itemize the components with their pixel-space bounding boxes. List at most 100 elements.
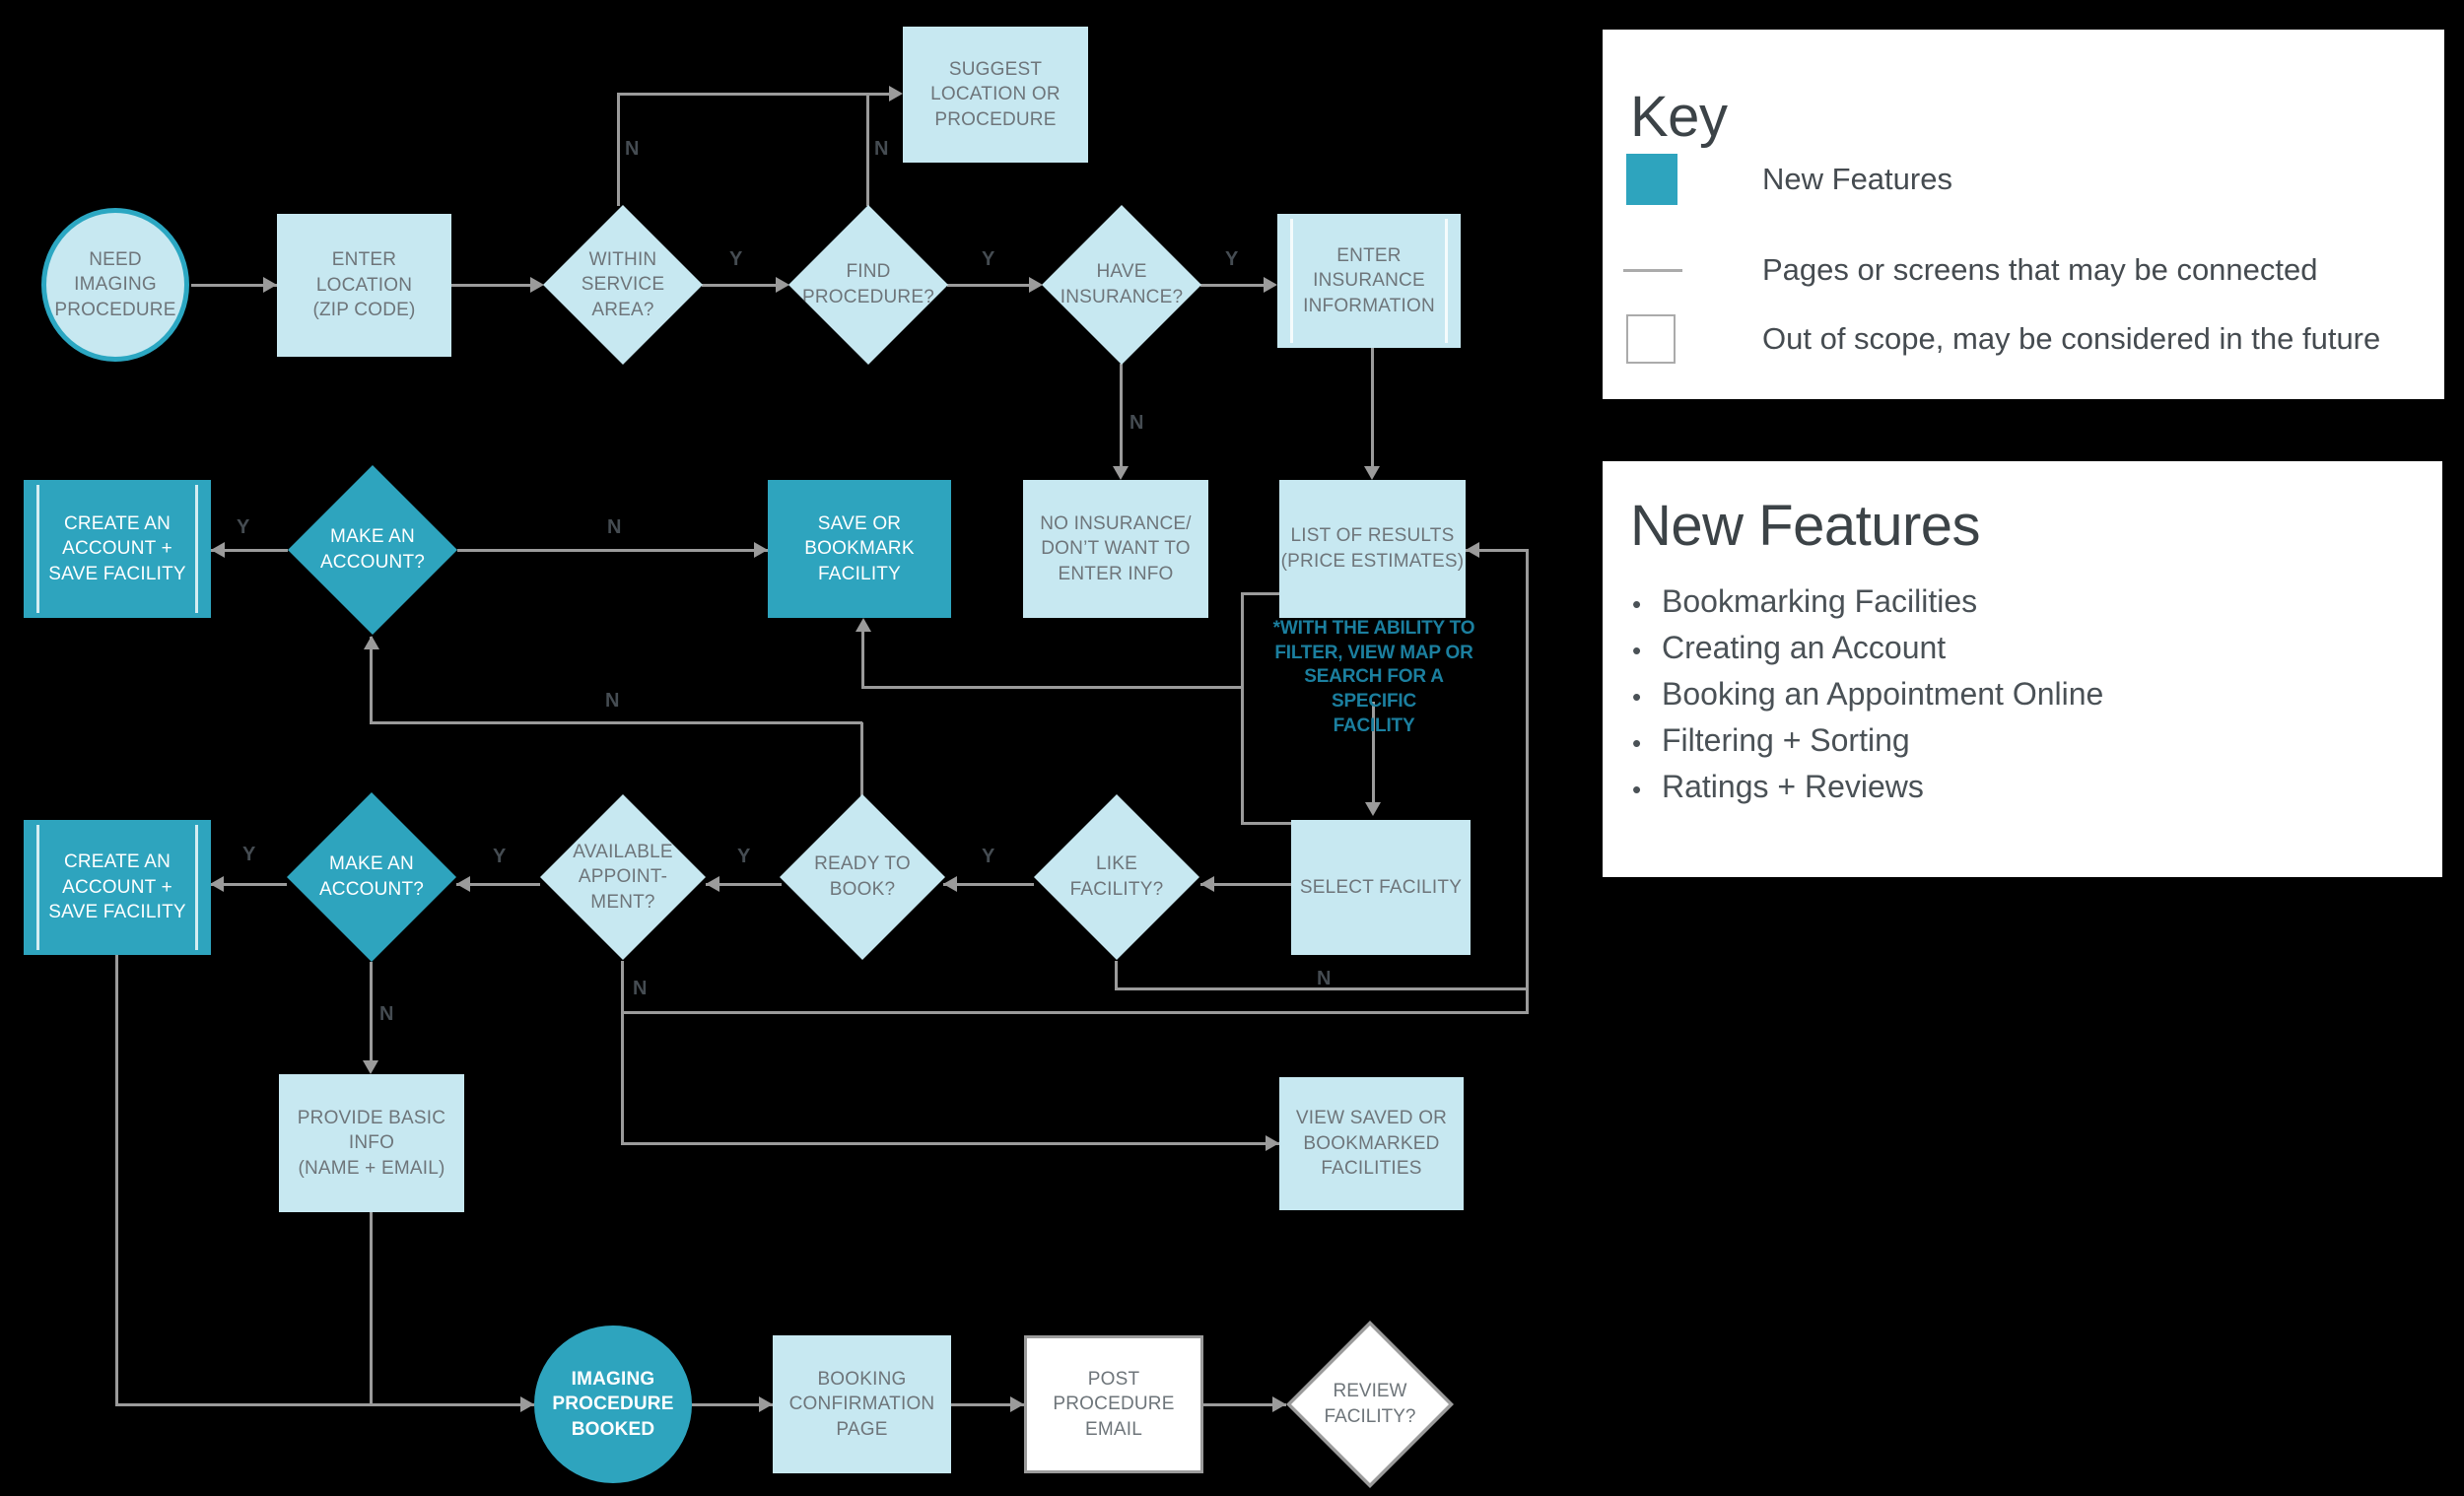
connector-line bbox=[943, 883, 1034, 886]
arrowhead bbox=[1264, 277, 1277, 293]
arrowhead bbox=[754, 542, 768, 558]
arrowhead bbox=[1364, 466, 1380, 480]
bullet-icon: • bbox=[1632, 636, 1642, 665]
node-enter-location: ENTER LOCATION (ZIP CODE) bbox=[277, 214, 451, 357]
node-booking-confirmation-page: BOOKING CONFIRMATION PAGE bbox=[773, 1335, 951, 1473]
node-post-procedure-email: POST PROCEDURE EMAIL bbox=[1024, 1335, 1203, 1473]
edge-label-no: N bbox=[605, 690, 620, 712]
node-suggest-location-or-procedure: SUGGEST LOCATION OR PROCEDURE bbox=[903, 27, 1088, 163]
connector-line bbox=[370, 962, 373, 1062]
key-panel: Key New Features Pages or screens that m… bbox=[1603, 30, 2444, 399]
arrowhead bbox=[776, 277, 789, 293]
edge-label-yes: Y bbox=[237, 516, 250, 538]
connector-line bbox=[1241, 593, 1244, 824]
arrowhead bbox=[211, 542, 225, 558]
arrowhead bbox=[363, 1060, 378, 1074]
arrowhead bbox=[889, 86, 903, 102]
bullet-icon: • bbox=[1632, 682, 1642, 712]
edge-label-no: N bbox=[633, 978, 648, 999]
connector-line bbox=[617, 93, 889, 96]
arrowhead bbox=[1272, 1396, 1286, 1412]
node-provide-basic-info: PROVIDE BASIC INFO (NAME + EMAIL) bbox=[279, 1074, 464, 1212]
connected-line-swatch bbox=[1623, 268, 1682, 272]
edge-label-no: N bbox=[607, 516, 622, 538]
review-facility-label: REVIEW FACILITY? bbox=[1291, 1326, 1449, 1483]
connector-line bbox=[861, 631, 864, 688]
node-imaging-procedure-booked: IMAGING PROCEDURE BOOKED bbox=[534, 1326, 692, 1483]
annotation-filter-view-map: *WITH THE ABILITY TO FILTER, VIEW MAP OR… bbox=[1272, 618, 1475, 736]
node-have-insurance: HAVE INSURANCE? bbox=[1042, 205, 1201, 365]
connector-line bbox=[370, 1212, 373, 1405]
node-need-imaging-procedure: NEED IMAGING PROCEDURE bbox=[41, 208, 189, 362]
connector-line bbox=[947, 284, 1029, 287]
connector-line bbox=[451, 284, 530, 287]
connector-line bbox=[1466, 549, 1529, 552]
connector-line bbox=[1120, 364, 1123, 468]
connector-line bbox=[210, 883, 287, 886]
connector-line bbox=[115, 1403, 534, 1406]
node-review-facility: REVIEW FACILITY? bbox=[1286, 1321, 1454, 1488]
node-ready-to-book: READY TO BOOK? bbox=[780, 794, 945, 960]
edge-label-yes: Y bbox=[982, 248, 995, 270]
key-panel-title: Key bbox=[1630, 85, 1728, 149]
connector-line bbox=[1115, 987, 1529, 990]
arrowhead bbox=[456, 876, 470, 892]
arrowhead bbox=[1029, 277, 1043, 293]
feature-item: Bookmarking Facilities bbox=[1662, 583, 1978, 619]
key-item-label: New Features bbox=[1762, 162, 1952, 196]
arrowhead bbox=[856, 618, 871, 632]
out-of-scope-swatch bbox=[1626, 314, 1676, 364]
arrowhead bbox=[263, 277, 277, 293]
node-save-or-bookmark-facility: SAVE OR BOOKMARK FACILITY bbox=[768, 480, 951, 618]
connector-line bbox=[1526, 550, 1529, 1014]
edge-label-yes: Y bbox=[493, 846, 507, 867]
bullet-icon: • bbox=[1632, 775, 1642, 804]
node-create-account-save-facility-1: CREATE AN ACCOUNT + SAVE FACILITY bbox=[24, 480, 211, 618]
node-available-appointment: AVAILABLE APPOINT- MENT? bbox=[540, 794, 706, 960]
arrowhead bbox=[706, 876, 719, 892]
arrowhead bbox=[1266, 1135, 1279, 1151]
connector-line bbox=[1241, 822, 1292, 825]
edge-label-yes: Y bbox=[737, 846, 751, 867]
edge-label-yes: Y bbox=[242, 844, 256, 865]
node-make-an-account-2: MAKE AN ACCOUNT? bbox=[287, 792, 456, 962]
edge-label-no: N bbox=[379, 1003, 394, 1025]
node-make-an-account-1: MAKE AN ACCOUNT? bbox=[288, 465, 457, 635]
arrowhead bbox=[520, 1396, 534, 1412]
new-features-panel: New Features • Bookmarking Facilities • … bbox=[1603, 461, 2442, 877]
connector-line bbox=[211, 549, 288, 552]
connector-line bbox=[1241, 592, 1280, 595]
arrowhead bbox=[364, 636, 379, 649]
connector-line bbox=[1200, 284, 1264, 287]
connector-line bbox=[866, 94, 869, 206]
connector-line bbox=[457, 549, 768, 552]
node-like-facility: LIKE FACILITY? bbox=[1034, 794, 1199, 960]
arrowhead bbox=[210, 876, 224, 892]
edge-label-yes: Y bbox=[1225, 248, 1239, 270]
connector-line bbox=[1203, 1403, 1286, 1406]
arrowhead bbox=[943, 876, 957, 892]
node-enter-insurance-information: ENTER INSURANCE INFORMATION bbox=[1277, 214, 1461, 348]
new-features-swatch bbox=[1626, 154, 1677, 205]
connector-line bbox=[456, 883, 540, 886]
connector-line bbox=[621, 1011, 1529, 1014]
key-item-label: Pages or screens that may be connected bbox=[1762, 252, 2318, 287]
arrowhead bbox=[1466, 542, 1479, 558]
connector-line bbox=[1372, 702, 1375, 804]
edge-label-no: N bbox=[1129, 412, 1144, 434]
edge-label-no: N bbox=[625, 138, 640, 160]
edge-label-yes: Y bbox=[982, 846, 995, 867]
edge-label-no: N bbox=[874, 138, 889, 160]
node-find-procedure: FIND PROCEDURE? bbox=[788, 205, 948, 365]
node-select-facility: SELECT FACILITY bbox=[1291, 820, 1471, 955]
feature-item: Filtering + Sorting bbox=[1662, 722, 1910, 758]
node-within-service-area: WITHIN SERVICE AREA? bbox=[543, 205, 703, 365]
bullet-icon: • bbox=[1632, 589, 1642, 619]
connector-line bbox=[370, 637, 373, 723]
connector-line bbox=[621, 1142, 1279, 1145]
new-features-title: New Features bbox=[1630, 494, 1981, 558]
arrowhead bbox=[1113, 466, 1129, 480]
connector-line bbox=[860, 722, 863, 797]
connector-line bbox=[951, 1403, 1024, 1406]
edge-label-yes: Y bbox=[729, 248, 743, 270]
